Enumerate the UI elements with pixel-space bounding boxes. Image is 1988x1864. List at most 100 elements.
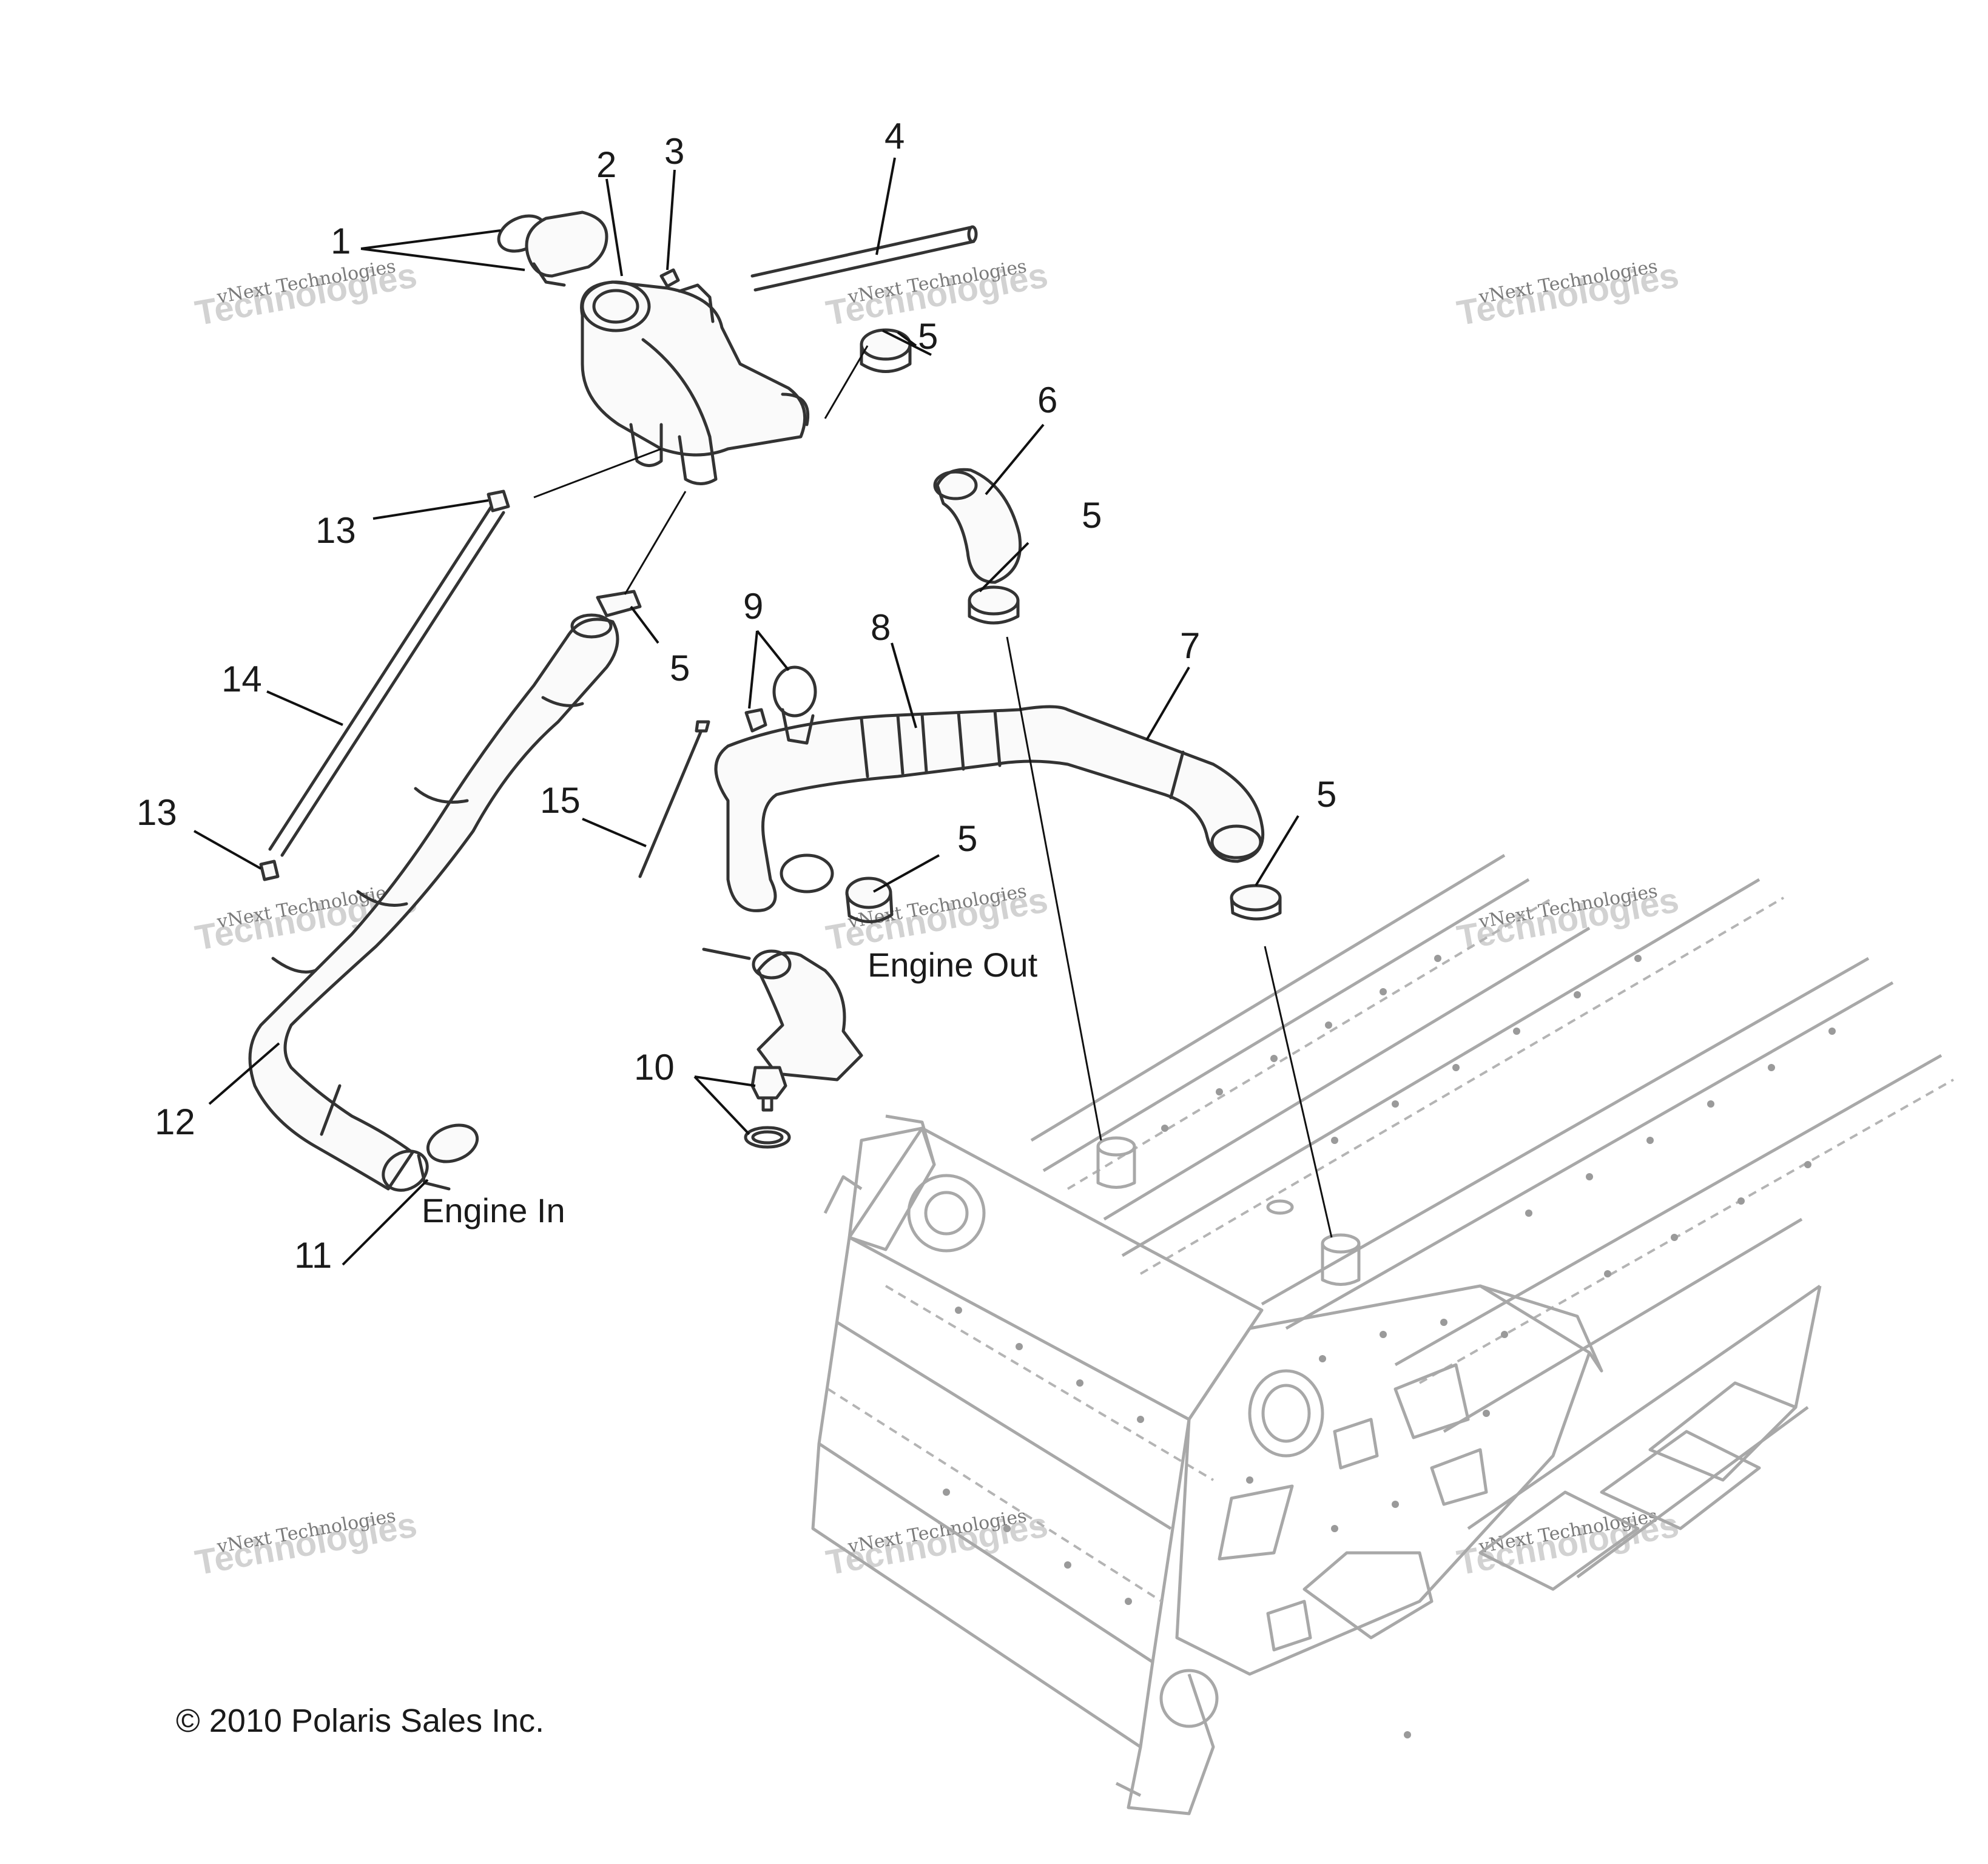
watermark: Technologies vNext Technologies	[823, 1505, 1051, 1583]
clamp-side	[968, 599, 1020, 625]
bulkhead-plate	[1175, 1284, 1591, 1676]
callout-7: 7	[1180, 625, 1200, 666]
callout-5: 5	[957, 818, 977, 859]
leader-5b	[979, 542, 1029, 593]
part-2-coolant-bottle	[580, 280, 810, 485]
upper-hose	[714, 705, 1265, 912]
frame-bearing-inner	[924, 1191, 969, 1236]
leader-5e	[1255, 815, 1299, 887]
clamp-band	[968, 585, 1020, 616]
thermostat	[750, 1066, 787, 1100]
frame-bearing	[907, 1174, 986, 1253]
leader-1a	[360, 229, 501, 250]
hose-band	[860, 717, 869, 778]
callout-6: 6	[1037, 380, 1057, 420]
leader-8	[891, 642, 917, 728]
hose-band	[271, 957, 317, 974]
leader-3	[666, 169, 676, 271]
leader-4	[875, 157, 896, 255]
part-6-elbow-opening	[933, 470, 978, 500]
copyright-notice: © 2010 Polaris Sales Inc.	[176, 1703, 544, 1739]
leader-5c	[630, 605, 659, 644]
bottle-outlet	[629, 423, 663, 467]
thermostat-housing	[702, 947, 863, 1082]
tube-end	[967, 225, 978, 243]
parts	[248, 210, 1282, 1192]
lower-hose	[248, 617, 619, 1191]
bulkhead-cutout	[1393, 1363, 1470, 1439]
hose-end	[1210, 824, 1262, 860]
tunnel-cutout	[1478, 1490, 1640, 1591]
hose-band	[993, 709, 1002, 767]
assembly-line	[624, 491, 687, 595]
callout-9: 9	[743, 586, 763, 627]
heat-exchanger-line	[836, 1321, 1172, 1530]
part-4-vent-tube	[750, 225, 978, 292]
bottle-tab	[678, 283, 715, 323]
frame-rail	[1121, 878, 1761, 1257]
leader-10a	[694, 1075, 756, 1087]
bottle-body	[580, 280, 807, 457]
bottle-spout	[781, 392, 810, 426]
assembly-line	[1264, 946, 1333, 1238]
clamp-band	[426, 1123, 479, 1163]
filler-cap-tab	[532, 262, 566, 287]
callout-5: 5	[1082, 495, 1102, 536]
leader-5a	[897, 331, 917, 347]
frame-rail	[1103, 926, 1591, 1221]
bulkhead-cutout	[1302, 1551, 1434, 1640]
leader-7	[1145, 666, 1190, 741]
hose-band	[920, 713, 928, 773]
callout-8: 8	[871, 607, 891, 648]
callout-13: 13	[315, 510, 356, 551]
housing-leader	[702, 947, 751, 960]
part-6-elbow	[935, 468, 1022, 584]
housing-body	[756, 951, 863, 1082]
frame-rail	[1066, 897, 1554, 1190]
tunnel-cutout	[1600, 1430, 1761, 1530]
tunnel-edge	[1467, 1284, 1821, 1530]
callout-5: 5	[918, 316, 938, 357]
bulkhead-hole	[1248, 1369, 1324, 1458]
housing-inlet	[752, 949, 792, 980]
leader-1b	[360, 247, 525, 271]
assembly-line	[1006, 636, 1102, 1141]
heat-exchanger-bottom	[811, 1443, 1154, 1749]
coolant-port	[1321, 1243, 1361, 1286]
hose-band	[356, 890, 408, 907]
assembly-line	[824, 345, 869, 419]
bottle-seam	[641, 338, 712, 439]
leader-11	[342, 1179, 429, 1266]
watermark: Technologies vNext Technologies	[192, 255, 420, 333]
part-3-fitting	[659, 268, 680, 288]
bottle-neck-inner	[592, 289, 639, 324]
filler-cap	[525, 210, 608, 278]
frame-hole	[1266, 1199, 1294, 1215]
part-5-clamp	[968, 585, 1020, 625]
frame-rail	[1139, 897, 1785, 1275]
bulkhead-edge	[1480, 1284, 1603, 1373]
hose-band	[1169, 750, 1185, 799]
frame-rail	[1030, 853, 1506, 1142]
part-10-thermostat	[744, 1066, 791, 1149]
coolant-port	[1096, 1146, 1136, 1189]
leader-14	[266, 690, 343, 726]
leader-15	[582, 818, 647, 847]
frame-tower	[847, 1126, 936, 1251]
hose-band	[896, 714, 905, 775]
callout-13: 13	[136, 792, 177, 833]
tunnel-edge	[1794, 1285, 1822, 1408]
callout-15: 15	[540, 780, 581, 821]
callout-5: 5	[1316, 774, 1336, 815]
callouts: 1 2 3 4 5 5 5 5 5 5 6 7 8 9 10 11 12 13 …	[136, 116, 1336, 1276]
bulkhead-cutout	[1333, 1418, 1379, 1470]
hose-band	[541, 696, 584, 707]
heat-exchanger-side	[817, 1237, 1191, 1664]
part-13-fitting	[487, 490, 510, 513]
tube-edge	[280, 511, 505, 857]
callout-2: 2	[596, 144, 616, 185]
watermark: Technologies vNext Technologies	[1454, 255, 1682, 333]
clamp-band	[860, 328, 912, 361]
callout-5: 5	[670, 648, 690, 688]
